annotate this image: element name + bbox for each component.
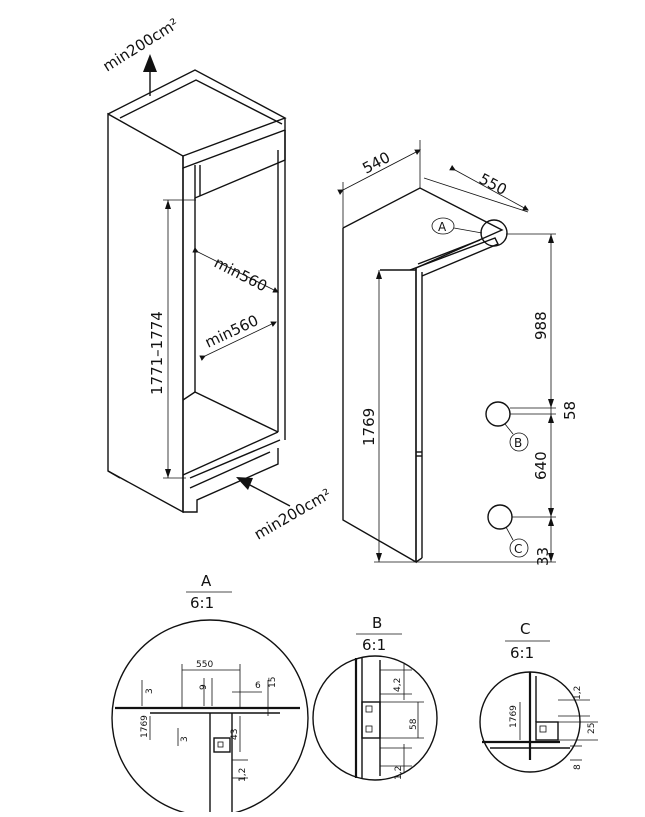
- a-dim-1769: 1769: [140, 715, 150, 738]
- appliance-body: [342, 187, 504, 564]
- detail-b-letter: B: [372, 614, 382, 632]
- a-dim-550: 550: [196, 660, 213, 670]
- detail-c-letter: C: [520, 620, 530, 638]
- detail-a-letter: A: [201, 572, 212, 590]
- a-dim-9: 9: [199, 684, 209, 690]
- vent-bottom-label: min200cm²: [251, 485, 334, 543]
- total-height-dimension: 1769: [360, 270, 418, 563]
- niche-cabinet: [107, 69, 287, 514]
- right-dimension-chain: 988 58 640 33: [418, 233, 579, 566]
- niche-depth-lower: min560: [199, 311, 277, 361]
- bottom-label: 33: [534, 547, 552, 566]
- total-height-label: 1769: [360, 408, 378, 446]
- marker-b-label: B: [514, 436, 522, 450]
- detail-c-scale: 6:1: [510, 644, 534, 662]
- b-dim-12: 1,2: [394, 766, 404, 780]
- detail-b-scale: 6:1: [362, 636, 386, 654]
- vent-top-arrow: min200cm²: [100, 15, 182, 96]
- vent-bottom-arrow: min200cm²: [236, 477, 334, 543]
- depth-lower-label: min560: [202, 311, 261, 351]
- appliance-depth-dimension: 550: [423, 164, 529, 213]
- vent-top-label: min200cm²: [100, 15, 182, 76]
- a-dim-3b: 3: [180, 736, 190, 742]
- marker-c: C: [487, 504, 529, 558]
- c-dim-12: 1,2: [573, 686, 583, 700]
- a-dim-3a: 3: [145, 688, 155, 694]
- marker-a: A: [431, 217, 508, 247]
- a-dim-6: 6: [255, 681, 261, 691]
- detail-c: C 6:1 1769 1,2 25 8: [479, 620, 598, 773]
- detail-a: A 6:1 550 9 6 15 3 1769 3 43 1,2: [111, 572, 309, 817]
- niche-height-label: 1771–1774: [148, 311, 166, 395]
- lower-door-label: 640: [532, 451, 550, 480]
- c-dim-25: 25: [587, 723, 597, 734]
- a-dim-12: 1,2: [238, 768, 248, 782]
- niche-height-dimension: 1771–1774: [148, 199, 196, 479]
- detail-b: B 6:1 4,2 58 1,2: [312, 614, 438, 781]
- upper-door-label: 988: [532, 311, 550, 340]
- marker-a-label: A: [438, 220, 447, 234]
- appliance-width-dimension: 540: [337, 140, 421, 228]
- c-dim-1769: 1769: [509, 705, 519, 728]
- c-dim-8: 8: [573, 764, 583, 770]
- niche-depth-upper: min560: [192, 247, 279, 296]
- detail-a-scale: 6:1: [190, 594, 214, 612]
- b-dim-42: 4,2: [393, 678, 403, 692]
- marker-b: B: [485, 401, 529, 452]
- depth-label: 550: [476, 170, 510, 199]
- marker-c-label: C: [514, 542, 522, 556]
- a-dim-43: 43: [230, 729, 240, 740]
- a-dim-15: 15: [268, 677, 278, 688]
- gap-label: 58: [561, 401, 579, 420]
- depth-upper-label: min560: [211, 254, 270, 296]
- b-dim-58: 58: [409, 718, 419, 730]
